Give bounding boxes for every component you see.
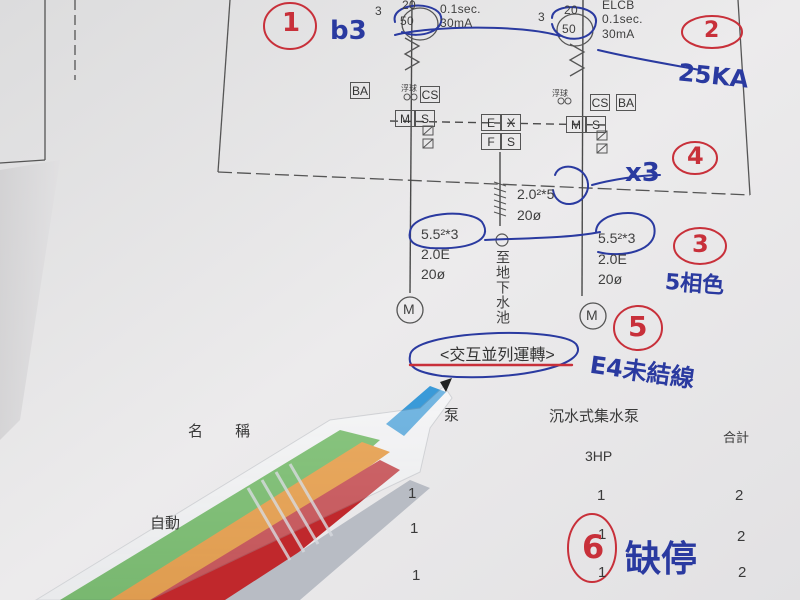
left-cable-size: 5.5²*3	[421, 226, 459, 242]
right-breaker-type: ELCB	[602, 0, 635, 12]
red-marker-3: 3	[692, 230, 709, 258]
indicator-lamps	[403, 93, 572, 105]
table-row-1-c2: 1	[597, 487, 606, 504]
table-row-2-c1: 1	[410, 520, 419, 537]
table-row-3-c3: 2	[738, 564, 747, 581]
red-marker-2: 2	[704, 18, 720, 43]
red-marker-6: 6	[582, 528, 605, 566]
ground-hatch	[493, 181, 507, 217]
red-marker-4: 4	[687, 142, 704, 170]
right-breaker-rating-top: 20	[564, 3, 578, 17]
left-cable-conduit: 20ø	[421, 266, 446, 282]
x-box: X	[501, 114, 521, 131]
breaker-left	[401, 7, 439, 71]
right-breaker-trip-time: 0.1sec.	[602, 12, 643, 26]
motor-right-label: M	[586, 307, 598, 323]
center-cable-conduit: 20ø	[517, 207, 542, 223]
red-marker-1: 1	[282, 8, 301, 38]
float-label-left: 浮球	[401, 84, 417, 93]
table-header-name: 名 稱	[188, 423, 265, 440]
table-header-pump: 泵	[444, 407, 460, 424]
table-header-submersible: 沉水式集水泵	[549, 408, 640, 425]
to-underground-tank-label: 至地下水池	[495, 250, 511, 325]
motor-left	[396, 296, 424, 324]
left-breaker-sensitivity: 30mA	[440, 16, 473, 30]
right-breaker-sensitivity: 30mA	[602, 27, 635, 41]
operation-note: <交互並列運轉>	[440, 347, 555, 364]
handwritten-b3: b3	[330, 16, 367, 46]
cs-box-right: CS	[590, 94, 610, 111]
table-spec-3hp: 3HP	[585, 448, 613, 464]
left-pole-count: 3	[375, 4, 382, 18]
s-box-center: S	[501, 133, 521, 150]
table-header-total: 合計	[723, 430, 750, 445]
motor-right	[579, 302, 607, 330]
m-box-right: M	[566, 116, 586, 133]
relay-blocks	[422, 125, 608, 154]
left-cable-ground: 2.0E	[421, 246, 450, 262]
right-cable-size: 5.5²*3	[598, 230, 636, 246]
table-row-2-c3: 2	[737, 528, 746, 545]
blue-pen-marks	[393, 4, 701, 379]
right-cable-conduit: 20ø	[598, 271, 623, 287]
motor-left-label: M	[403, 301, 415, 317]
handwritten-x3: x3	[625, 158, 660, 188]
paper-shadow	[0, 160, 60, 440]
float-label-right: 浮球	[552, 89, 568, 98]
handwritten-phase-color: 5相色	[664, 269, 725, 300]
f-box: F	[481, 133, 501, 150]
e-box: E	[481, 114, 501, 131]
center-cable-size: 2.0²*5	[517, 186, 555, 202]
red-pen-marks	[263, 2, 743, 583]
handwritten-missing: 缺停	[625, 539, 698, 580]
multicolor-pen	[35, 378, 453, 600]
table-row-2-c2: 1	[598, 526, 607, 543]
m-box-left: M	[395, 110, 415, 127]
left-breaker-rating-top: 20	[402, 0, 416, 12]
s-box-left: S	[415, 110, 435, 127]
right-cable-ground: 2.0E	[598, 251, 627, 267]
table-row-1-name: 自動	[150, 515, 181, 532]
table-row-3-c2: 1	[598, 564, 607, 581]
cs-box-left: CS	[420, 86, 440, 103]
s-box-right: S	[586, 116, 606, 133]
table-row-3-c1: 1	[412, 567, 421, 584]
red-marker-5: 5	[628, 310, 648, 343]
right-breaker-rating-mid: 50	[562, 22, 576, 36]
panel-enclosure	[0, 0, 751, 196]
ba-box-left: BA	[350, 82, 370, 99]
right-pole-count: 3	[538, 10, 545, 24]
left-breaker-rating-mid: 50	[400, 14, 414, 28]
left-breaker-trip-time: 0.1sec.	[440, 2, 481, 16]
table-row-1-c1: 1	[408, 485, 417, 502]
ba-box-right: BA	[616, 94, 636, 111]
table-row-1-c3: 2	[735, 487, 744, 504]
